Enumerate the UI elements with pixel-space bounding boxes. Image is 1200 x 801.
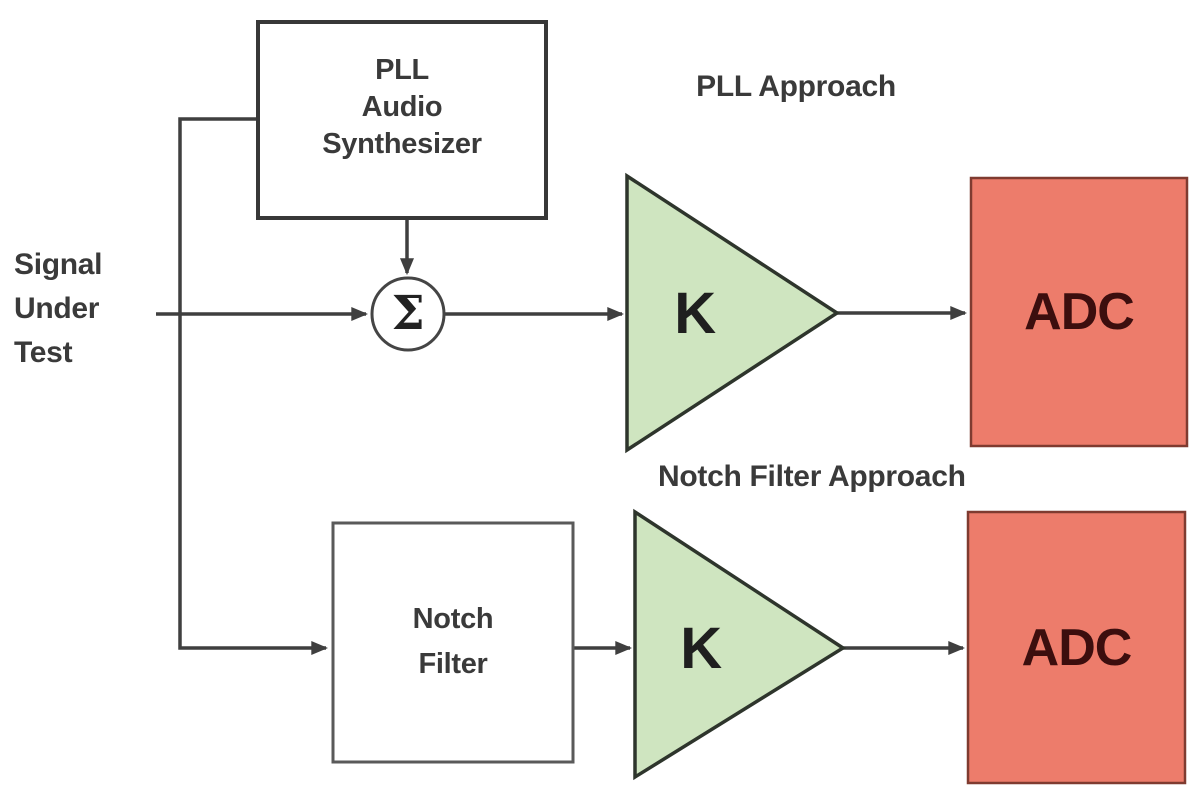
adc-box-top <box>969 176 1189 448</box>
signal-under-test-label: Signal Under Test <box>14 243 103 375</box>
notch-filter-approach-title: Notch Filter Approach <box>658 460 966 493</box>
pll-approach-title: PLL Approach <box>696 70 896 103</box>
notch-filter-line-1: Notch <box>412 603 494 635</box>
pll-synth-line-1: PLL <box>375 54 429 86</box>
sigma-symbol: Σ <box>391 286 425 341</box>
pll-synthesizer-label: PLL Audio Synthesizer <box>258 52 546 163</box>
adc-box-bottom <box>966 510 1187 785</box>
pll-synth-line-2: Audio <box>361 91 443 123</box>
adc-label-bottom: ADC <box>1021 619 1133 677</box>
gain-amplifier-top <box>625 172 841 454</box>
pll-synthesizer-box <box>256 20 548 220</box>
notch-filter-label: Notch Filter <box>333 597 573 687</box>
gain-label-top: K <box>674 281 716 346</box>
notch-filter-box <box>331 521 575 764</box>
signal-label-line-2: Under <box>14 292 100 325</box>
branch-to-notch-connector-arrow <box>178 117 329 655</box>
gain-amplifier-bottom <box>633 508 847 781</box>
pll-synth-line-3: Synthesizer <box>322 128 482 160</box>
adc-label-top: ADC <box>1024 283 1135 341</box>
notch-filter-line-2: Filter <box>418 648 488 680</box>
signal-label-line-1: Signal <box>14 248 103 281</box>
summing-junction <box>370 276 446 352</box>
signal-label-line-3: Test <box>14 336 73 369</box>
gain-label-bottom: K <box>680 616 722 681</box>
